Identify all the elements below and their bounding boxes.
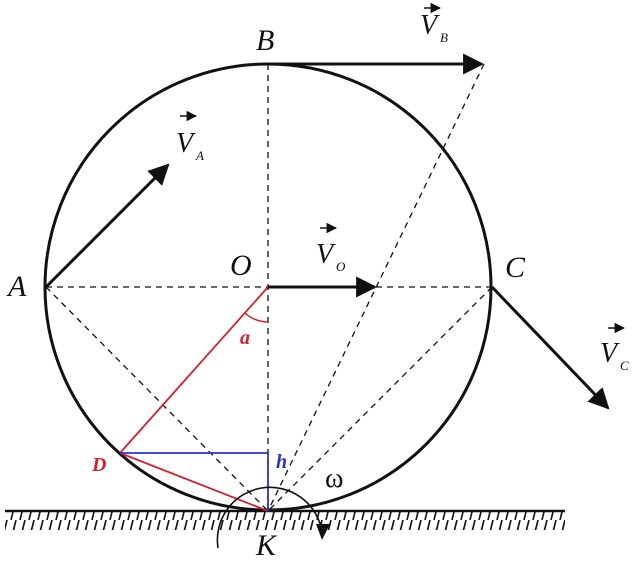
label-VA: V A (176, 110, 204, 163)
chord-D-K (119, 452, 269, 512)
line-A-K (45, 286, 269, 512)
label-A: A (6, 270, 27, 303)
omega-arc (216, 486, 323, 549)
label-angle-a: a (240, 327, 250, 349)
label-height-h: h (276, 451, 287, 473)
svg-text:C: C (620, 358, 629, 373)
svg-text:V: V (600, 338, 620, 369)
svg-text:O: O (336, 259, 346, 274)
label-VO: V O (316, 222, 346, 274)
angle-arc (244, 312, 269, 323)
label-D: D (91, 454, 106, 476)
label-B: B (256, 24, 274, 57)
svg-text:A: A (195, 148, 204, 163)
velocity-arrow-C (490, 285, 610, 410)
velocity-arrow-A (44, 163, 170, 289)
label-K: K (255, 529, 278, 562)
label-VB: V B (420, 2, 448, 45)
svg-text:V: V (420, 10, 440, 41)
label-O: O (230, 249, 252, 282)
svg-text:V: V (176, 128, 196, 159)
line-VB-tip-K (267, 63, 485, 512)
svg-text:V: V (316, 239, 336, 270)
omega-arrowhead (316, 524, 330, 540)
svg-text:B: B (440, 30, 448, 45)
radius-O-D (119, 286, 269, 454)
ground-hatching (5, 512, 565, 530)
label-VC: V C (600, 322, 629, 373)
label-C: C (505, 251, 526, 284)
label-omega: ω (325, 463, 343, 494)
line-C-K (267, 286, 493, 512)
